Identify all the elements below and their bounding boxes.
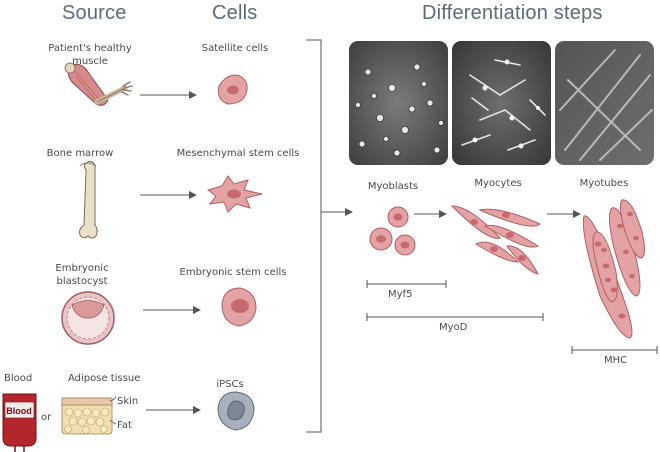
myotubes-icon: [582, 199, 646, 339]
differentiation-header: Differentiation steps: [422, 2, 603, 24]
cells-header: Cells: [212, 2, 258, 24]
adipose-tissue-icon: [61, 396, 117, 435]
marker-label-mhc: MHC: [604, 355, 628, 366]
or-label: or: [41, 412, 52, 423]
cell-label-satellite: Satellite cells: [201, 43, 269, 54]
cell-label-mesenchymal: Mesenchymal stem cells: [176, 148, 300, 159]
source-label-blastocyst: Embryonic blastocyst: [55, 263, 109, 287]
blastocyst-icon: [61, 291, 115, 345]
myoblasts-icon: [369, 206, 416, 256]
adipose-fat-label: Fat: [117, 420, 132, 431]
myocytes-icon: [450, 205, 541, 275]
stage-label-myocytes: Myocytes: [474, 178, 522, 189]
marker-bar-myod: [366, 313, 544, 321]
marker-bar-myf5: [366, 280, 447, 288]
cell-label-ipsc: iPSCs: [216, 379, 244, 390]
stage-label-myoblasts: Myoblasts: [367, 181, 419, 192]
cell-label-embryonic: Embryonic stem cells: [179, 267, 287, 278]
micrograph-myotubes: [555, 41, 654, 165]
stage-label-myotubes: Myotubes: [579, 178, 629, 189]
source-label-adipose: Adipose tissue: [68, 373, 141, 384]
micrograph-myocytes: [452, 41, 551, 165]
mesenchymal-stem-cell-icon: [206, 175, 263, 213]
ipsc-icon: [217, 391, 255, 431]
muscle-icon: [64, 62, 133, 106]
source-label-bone-marrow: Bone marrow: [46, 148, 114, 159]
source-label-muscle: Patient's healthy muscle: [48, 43, 132, 67]
adipose-skin-label: Skin: [117, 396, 138, 407]
cells-bracket: [306, 39, 322, 433]
micrograph-myoblasts: [349, 41, 448, 165]
embryonic-stem-cell-icon: [221, 287, 257, 327]
marker-label-myf5: Myf5: [388, 289, 413, 300]
marker-label-myod: MyoD: [439, 322, 468, 333]
blood-bag-icon: [2, 393, 37, 452]
bone-icon: [79, 160, 98, 239]
marker-bar-mhc: [571, 346, 658, 354]
blood-bag-label: Blood: [6, 406, 32, 416]
blood-label: Blood: [4, 373, 33, 384]
source-header: Source: [62, 2, 127, 24]
satellite-cell-icon: [217, 74, 248, 105]
